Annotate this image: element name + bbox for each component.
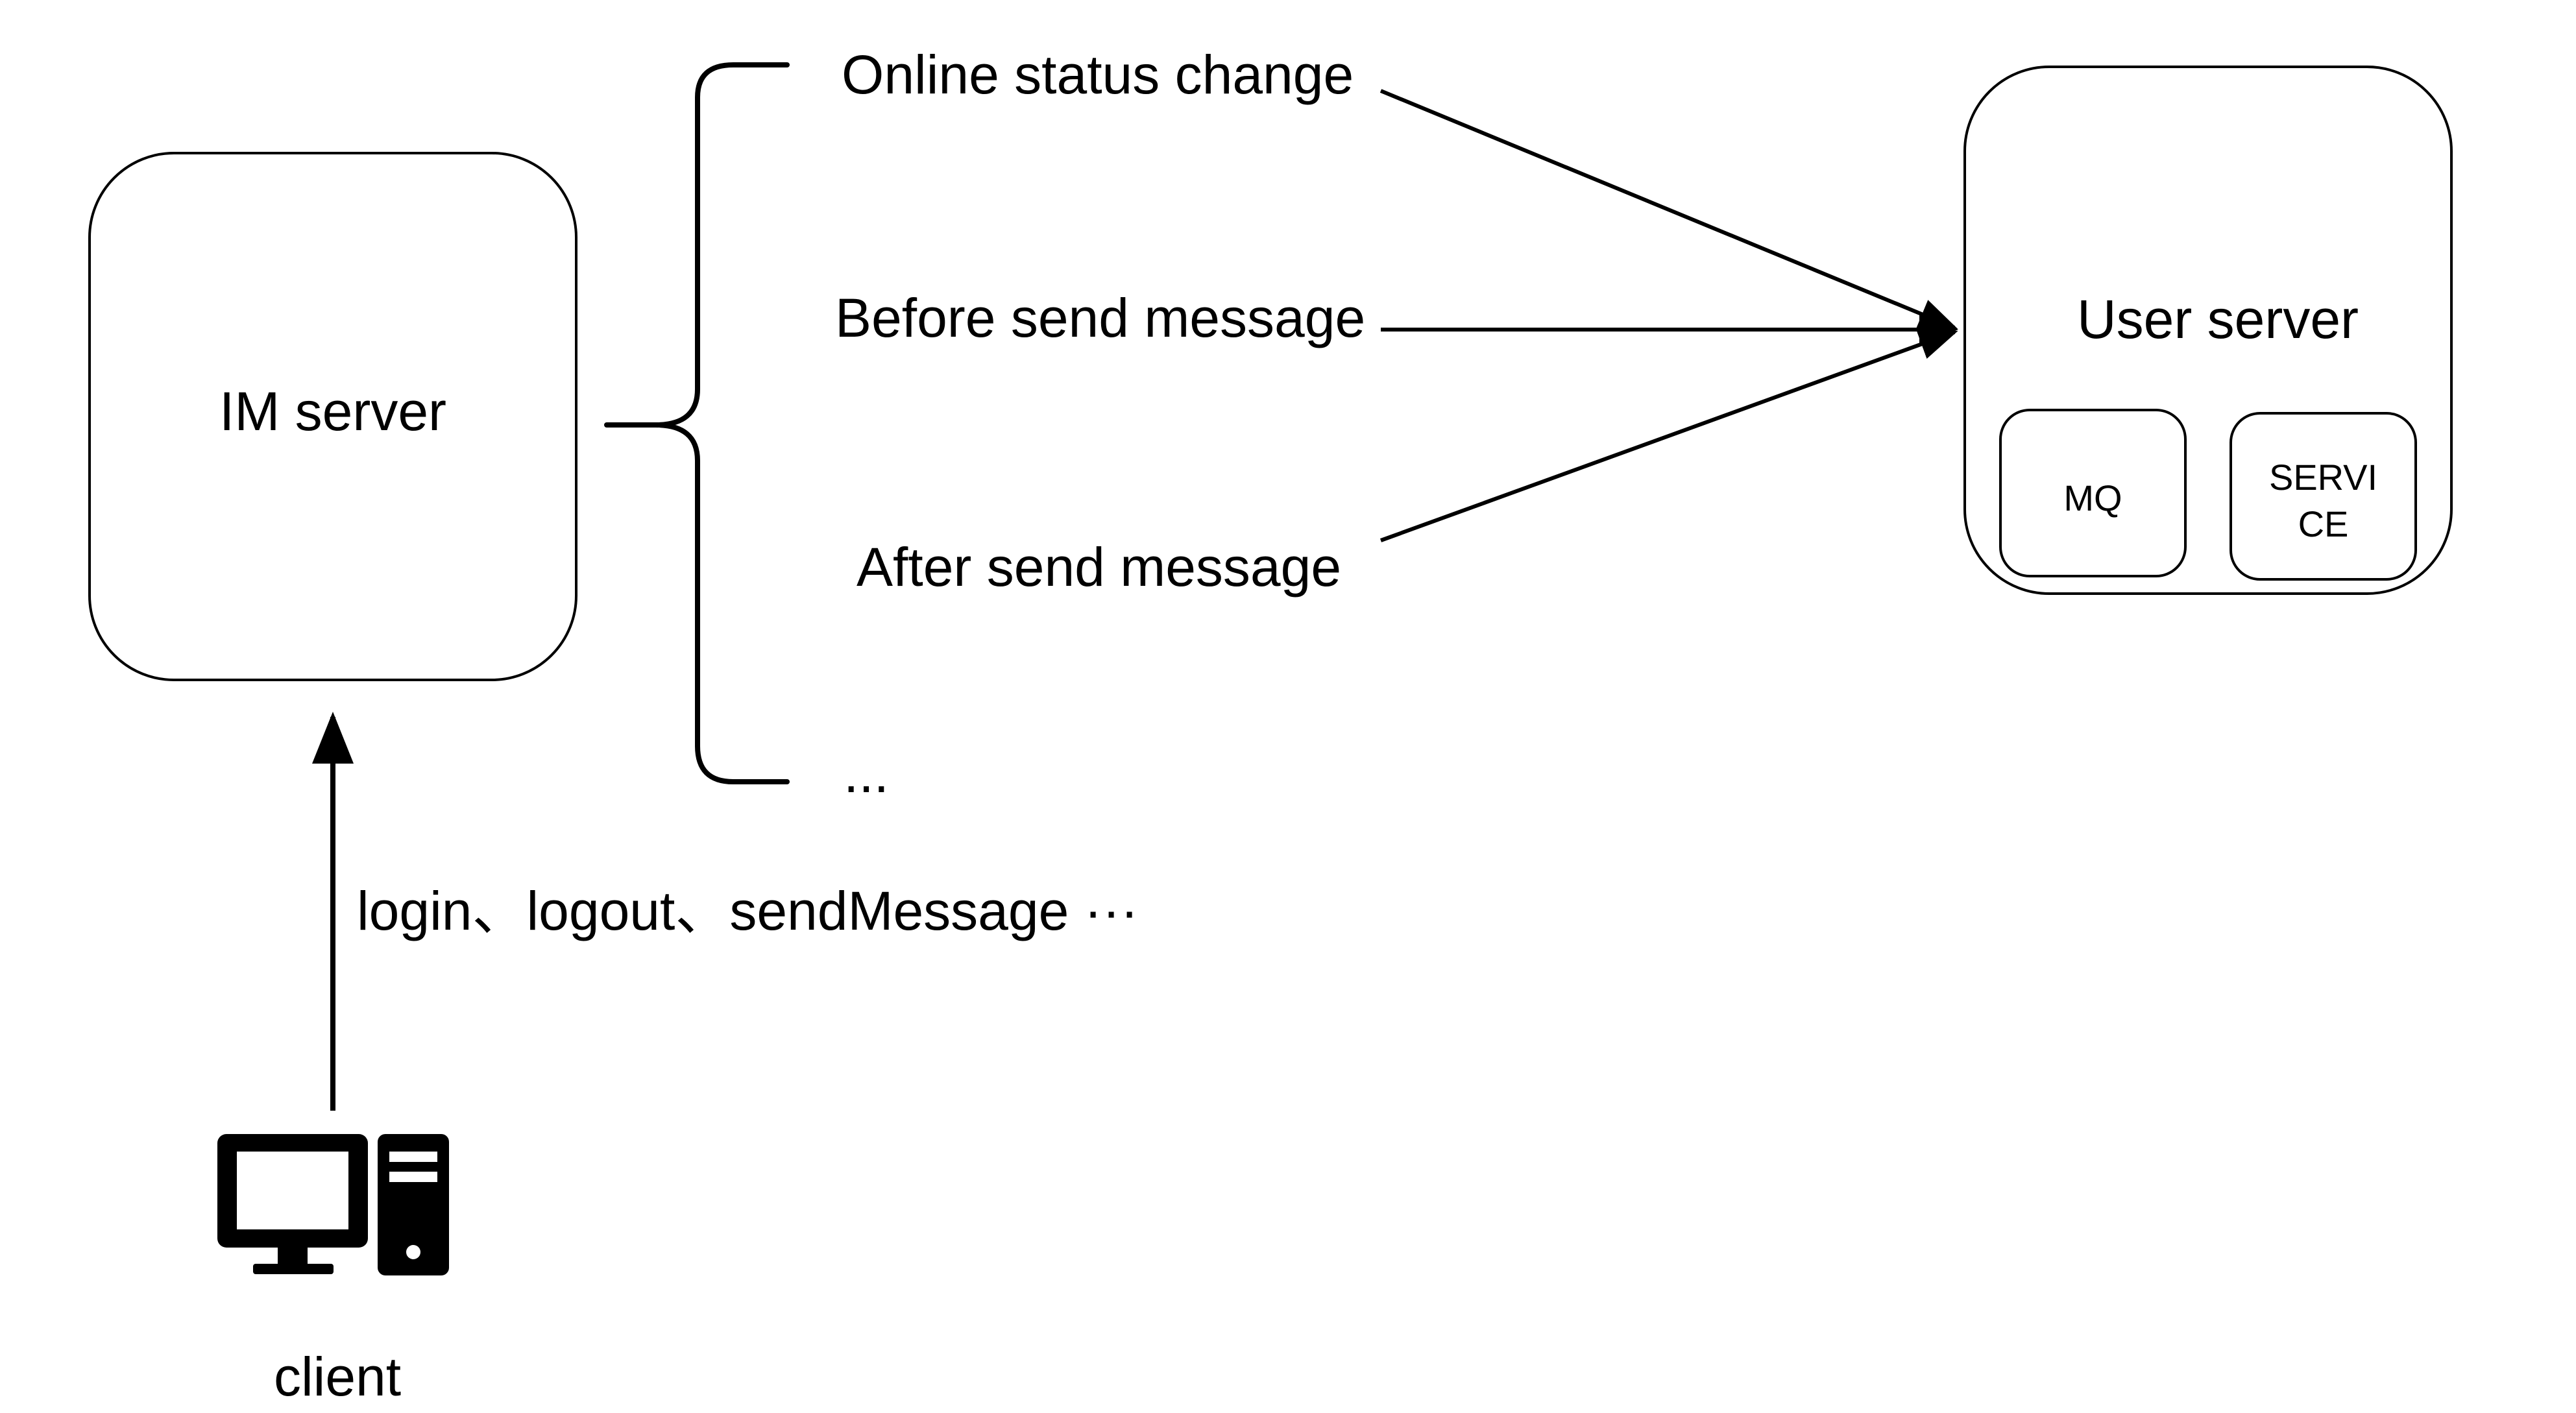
event-online-status-change: Online status change	[842, 44, 1354, 105]
arrow-online-status	[1379, 89, 1958, 330]
event-group-brace	[604, 62, 790, 784]
client-label: client	[274, 1346, 402, 1407]
service-label-line1: SERVI	[2268, 457, 2378, 498]
user-server-box	[1963, 66, 2453, 595]
im-server-box	[88, 152, 577, 681]
desktop-computer-icon	[217, 1134, 449, 1275]
service-label-line2: CE	[2298, 503, 2349, 544]
client-actions-label: login、logout、sendMessage ···	[357, 880, 1139, 941]
event-more-ellipsis: ...	[844, 743, 890, 804]
event-after-send-message: After send message	[857, 537, 1342, 598]
event-before-send-message: Before send message	[835, 287, 1366, 348]
mq-label: MQ	[2063, 477, 2122, 518]
service-box	[2230, 412, 2417, 581]
arrow-after-send	[1379, 329, 1958, 542]
user-server-label: User server	[2076, 289, 2359, 350]
mq-box	[1999, 409, 2187, 577]
im-server-label: IM server	[219, 381, 447, 442]
